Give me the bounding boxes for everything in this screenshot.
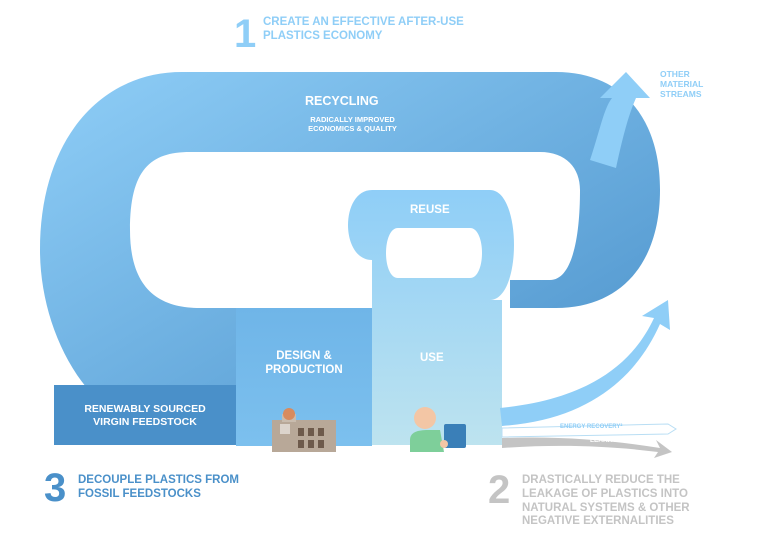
- design-production-line: DESIGN &: [276, 350, 332, 362]
- person-icon: [410, 407, 466, 452]
- recycling-subtitle: RADICALLY IMPROVED ECONOMICS & QUALITY: [300, 115, 405, 133]
- design-production-line: PRODUCTION: [265, 363, 343, 376]
- other-streams-line: OTHER: [660, 69, 690, 79]
- feedstock-block: [54, 385, 236, 445]
- energy-recovery-arrow: [501, 423, 677, 438]
- goal-3-text: DECOUPLE PLASTICS FROM FOSSIL FEEDSTOCKS: [78, 474, 239, 502]
- goal-2-text: DRASTICALLY REDUCE THE LEAKAGE OF PLASTI…: [522, 474, 690, 529]
- other-streams-line: MATERIAL: [660, 79, 704, 90]
- goal-1-line: CREATE AN EFFECTIVE AFTER-USE: [263, 16, 464, 28]
- feedstock-label: RENEWABLY SOURCED VIRGIN FEEDSTOCK: [58, 403, 232, 428]
- use-label: USE: [420, 352, 444, 364]
- reuse-title: REUSE: [410, 204, 450, 216]
- goal-3-line: FOSSIL FEEDSTOCKS: [78, 487, 201, 500]
- feedstock-line: VIRGIN FEEDSTOCK: [93, 415, 197, 428]
- ad-composting-arrow: [500, 300, 670, 426]
- goal-1-number: 1: [234, 12, 257, 56]
- leakage-label: LEAKAGE: [590, 437, 622, 444]
- leakage-arrow: [502, 437, 672, 458]
- goal-2-line: LEAKAGE OF PLASTICS INTO: [522, 487, 688, 500]
- factory-icon: [272, 408, 336, 452]
- recycling-subtitle-line: ECONOMICS & QUALITY: [308, 124, 397, 133]
- other-streams-arrow: [590, 72, 650, 168]
- goal-2-line: NEGATIVE EXTERNALITIES: [522, 515, 674, 528]
- goal-2-line: DRASTICALLY REDUCE THE: [522, 474, 680, 486]
- other-streams-label: OTHER MATERIAL STREAMS: [660, 69, 703, 100]
- recycling-loop: [40, 72, 660, 440]
- goal-1-line: PLASTICS ECONOMY: [263, 29, 383, 42]
- recycling-subtitle-line: RADICALLY IMPROVED: [310, 115, 395, 124]
- recycling-title: RECYCLING: [305, 94, 379, 108]
- goal-2-line: NATURAL SYSTEMS & OTHER: [522, 501, 690, 514]
- goal-2-number: 2: [488, 468, 511, 512]
- goal-1-text: CREATE AN EFFECTIVE AFTER-USE PLASTICS E…: [263, 16, 464, 44]
- goal-3-line: DECOUPLE PLASTICS FROM: [78, 474, 240, 486]
- goal-3-number: 3: [44, 466, 67, 510]
- feedstock-line: RENEWABLY SOURCED: [84, 403, 206, 415]
- reuse-loop: [348, 190, 514, 445]
- other-streams-line: STREAMS: [660, 89, 702, 100]
- energy-recovery-label: ENERGY RECOVERY²: [560, 424, 623, 430]
- design-production-label: DESIGN & PRODUCTION: [244, 350, 364, 378]
